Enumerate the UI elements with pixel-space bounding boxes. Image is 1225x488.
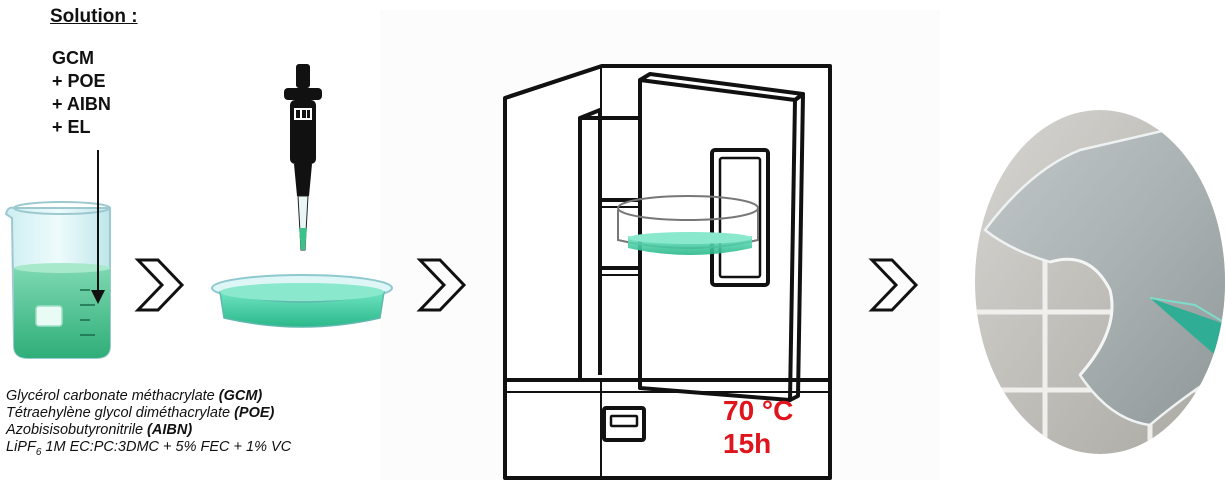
legend-text: Glycérol carbonate méthacrylate (6, 388, 219, 404)
legend-abbrev: (POE) (234, 405, 274, 421)
solution-title: Solution : (50, 6, 138, 28)
component-el: + EL (52, 116, 111, 139)
oven-duration: 15h (723, 428, 771, 460)
solution-components: GCM + POE + AIBN + EL (52, 47, 111, 139)
oven-temperature: 70 °C (723, 395, 793, 427)
legend-line-gcm: Glycérol carbonate méthacrylate (GCM) (6, 388, 291, 405)
arrow-icon (138, 260, 182, 310)
beaker-icon (6, 202, 110, 358)
electrolyte-composition: 1M EC:PC:3DMC + 5% FEC + 1% VC (41, 439, 291, 455)
component-gcm: GCM (52, 47, 111, 70)
legend-abbrev: (GCM) (219, 388, 263, 404)
legend-text: Azobisisobutyronitrile (6, 422, 147, 438)
legend-line-poe: Tétraehylène glycol diméthacrylate (POE) (6, 405, 291, 422)
legend-abbrev: (AIBN) (147, 422, 192, 438)
abbreviation-legend: Glycérol carbonate méthacrylate (GCM) Té… (6, 388, 291, 461)
legend-text: Tétraehylène glycol diméthacrylate (6, 405, 234, 421)
membrane-photo (970, 100, 1225, 460)
legend-line-aibn: Azobisisobutyronitrile (AIBN) (6, 422, 291, 439)
pipette-icon (284, 64, 322, 250)
component-poe: + POE (52, 70, 111, 93)
electrolyte-salt: LiPF (6, 439, 36, 455)
component-aibn: + AIBN (52, 93, 111, 116)
legend-line-electrolyte: LiPF6 1M EC:PC:3DMC + 5% FEC + 1% VC (6, 439, 291, 461)
petri-dish-icon (212, 275, 392, 327)
